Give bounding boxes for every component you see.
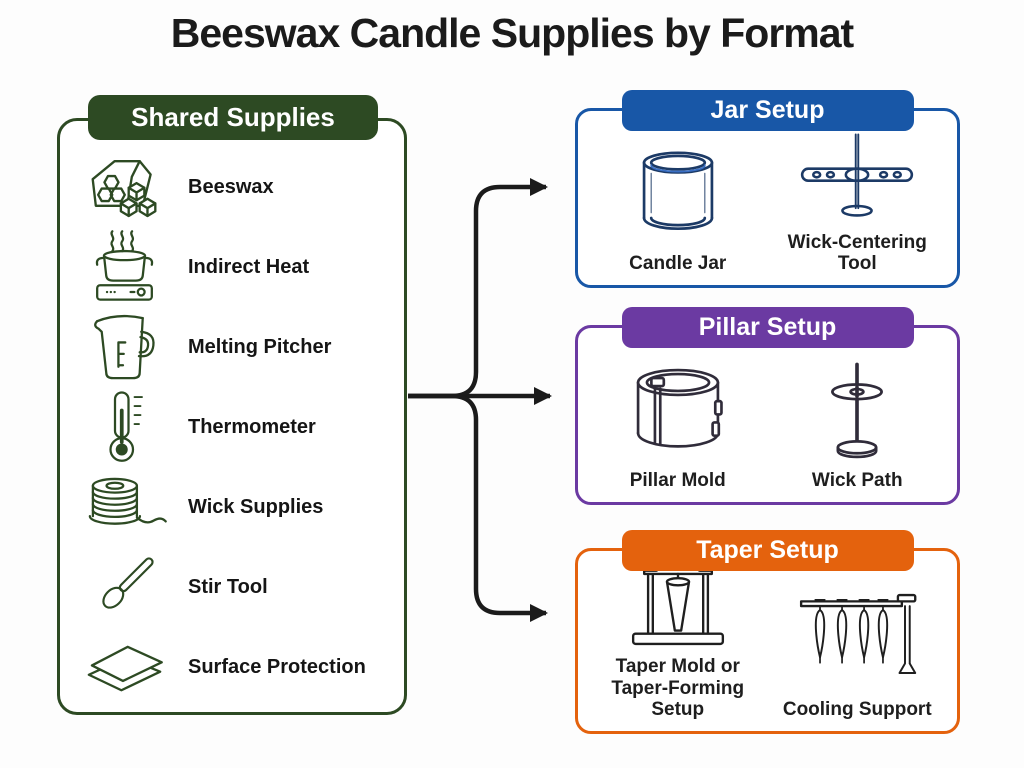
shared-item-label: Stir Tool — [188, 575, 268, 598]
shared-item-label: Beeswax — [188, 175, 274, 198]
jar-setup-panel: Jar Setup Candle Jar — [575, 90, 960, 288]
shared-supplies-panel: Shared Supplies Beeswax — [57, 95, 407, 715]
pillar-setup-panel: Pillar Setup Pillar Mold — [575, 307, 960, 505]
cooling-support-icon — [796, 577, 918, 694]
arrow-to-jar — [408, 178, 548, 399]
format-item-cooling-support: Cooling Support — [768, 577, 948, 721]
shared-item-wick-supplies: Wick Supplies — [60, 467, 404, 547]
shared-item-surface-protection: Surface Protection — [60, 627, 404, 707]
shared-item-label: Melting Pitcher — [188, 335, 332, 358]
format-item-wick-centering-tool: Wick-Centering Tool — [768, 133, 948, 275]
wick-supplies-icon — [60, 472, 188, 542]
format-item-label: Wick Path — [811, 470, 903, 492]
shared-item-stir-tool: Stir Tool — [60, 547, 404, 627]
shared-item-thermometer: Thermometer — [60, 387, 404, 467]
taper-setup-header: Taper Setup — [621, 530, 914, 571]
page-title: Beeswax Candle Supplies by Format — [170, 10, 854, 56]
format-item-label: Candle Jar — [629, 253, 727, 275]
stir-tool-icon — [60, 551, 188, 623]
shared-item-label: Thermometer — [188, 415, 316, 438]
shared-item-indirect-heat: Indirect Heat — [60, 227, 404, 307]
beeswax-icon — [60, 151, 188, 223]
melting-pitcher-icon — [60, 309, 188, 385]
shared-item-label: Surface Protection — [188, 655, 366, 678]
format-item-candle-jar: Candle Jar — [588, 137, 768, 275]
format-item-taper-mold: Taper Mold or Taper-Forming Setup — [588, 562, 768, 721]
jar-setup-header: Jar Setup — [621, 90, 914, 131]
taper-setup-panel: Taper Setup Taper Mold or Taper-Form — [575, 530, 960, 734]
format-item-wick-path: Wick Path — [768, 354, 948, 492]
format-item-label: Pillar Mold — [629, 470, 726, 492]
shared-supplies-header: Shared Supplies — [88, 95, 378, 140]
pillar-mold-icon — [623, 354, 733, 465]
arrow-to-taper — [408, 393, 548, 622]
surface-protection-icon — [60, 636, 188, 698]
format-item-label: Taper Mold or Taper-Forming Setup — [611, 656, 745, 721]
shared-supplies-list: Beeswax — [60, 147, 404, 707]
format-item-pillar-mold: Pillar Mold — [588, 354, 768, 492]
shared-item-label: Wick Supplies — [188, 495, 324, 518]
wick-path-icon — [815, 354, 899, 465]
indirect-heat-icon — [60, 229, 188, 305]
shared-item-melting-pitcher: Melting Pitcher — [60, 307, 404, 387]
wick-centering-tool-icon — [797, 131, 917, 227]
thermometer-icon — [60, 388, 188, 466]
format-item-label: Wick-Centering Tool — [787, 231, 927, 275]
pillar-setup-header: Pillar Setup — [621, 307, 914, 348]
candle-jar-icon — [628, 137, 728, 248]
format-item-label: Cooling Support — [782, 699, 932, 721]
shared-item-label: Indirect Heat — [188, 255, 310, 278]
shared-item-beeswax: Beeswax — [60, 147, 404, 227]
